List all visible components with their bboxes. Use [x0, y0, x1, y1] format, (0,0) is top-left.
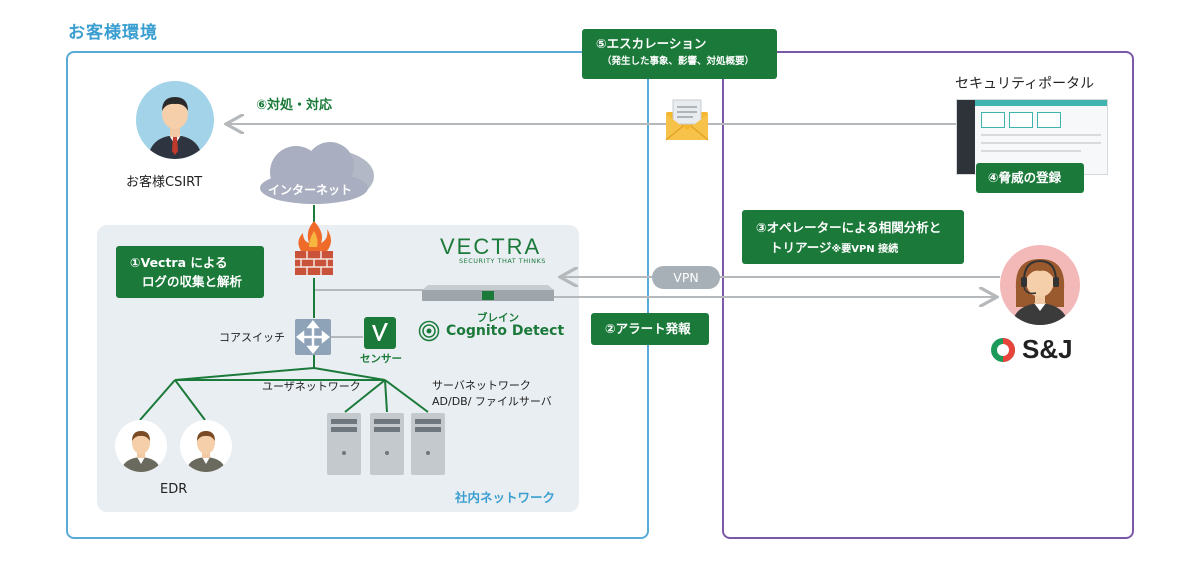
csirt-person-icon: [136, 81, 214, 159]
portal-row: [981, 134, 1101, 136]
cognito-detect-label: Cognito Detect: [446, 323, 565, 339]
server-network-label: サーバネットワーク AD/DB/ ファイルサーバ: [432, 378, 552, 410]
sj-env-frame: [722, 51, 1134, 539]
user-person-icon: [180, 420, 232, 472]
server-icon: [370, 413, 404, 475]
brain-appliance-icon: [422, 285, 554, 301]
vectra-collection-line1: ①Vectra による: [130, 255, 228, 270]
alert-box: ②アラート発報: [591, 313, 709, 345]
vectra-tagline: SECURITY THAT THINKS: [459, 257, 546, 265]
escalation-detail: （発生した事象、影響、対処概要）: [602, 56, 755, 67]
mail-icon: [665, 98, 709, 142]
internet-cloud-icon: [254, 140, 384, 208]
core-switch-icon: [295, 319, 331, 355]
sensor-icon: [364, 317, 396, 349]
escalation-title: ⑤エスカレーション: [596, 36, 707, 51]
vpn-tunnel: VPN: [652, 266, 720, 289]
internal-network-label: 社内ネットワーク: [455, 490, 556, 505]
server-icon: [411, 413, 445, 475]
server-icon: [327, 413, 361, 475]
operator-analysis-line1: ③オペレーターによる相関分析と: [756, 220, 942, 235]
portal-card: [1009, 112, 1033, 128]
operator-analysis-box: ③オペレーターによる相関分析と トリアージ※要VPN 接続: [742, 210, 964, 264]
vectra-collection-line2: ログの収集と解析: [142, 274, 243, 289]
response-label: ⑥対処・対応: [256, 98, 333, 113]
core-switch-label: コアスイッチ: [219, 331, 285, 344]
firewall-icon: [293, 219, 335, 277]
sj-logo-text: S&J: [1022, 334, 1073, 364]
escalation-box: ⑤エスカレーション （発生した事象、影響、対処概要）: [582, 29, 777, 79]
operator-person-icon: [1000, 245, 1080, 325]
operator-analysis-line2: トリアージ: [770, 240, 832, 255]
sj-logo-icon: [990, 337, 1016, 363]
portal-row: [981, 150, 1081, 152]
portal-row: [981, 142, 1101, 144]
portal-card: [1037, 112, 1061, 128]
customer-env-title: お客様環境: [68, 23, 158, 43]
portal-header: [975, 100, 1107, 106]
edr-label: EDR: [160, 482, 188, 497]
security-portal-screen: [956, 99, 1108, 175]
vectra-logo: VECTRA: [440, 234, 542, 259]
server-network-line2: AD/DB/ ファイルサーバ: [432, 395, 552, 408]
server-network-line1: サーバネットワーク: [432, 379, 531, 392]
portal-card: [981, 112, 1005, 128]
portal-sidebar: [957, 100, 975, 174]
threat-registration-box: ④脅威の登録: [976, 163, 1084, 193]
sensor-label: センサー: [360, 353, 402, 365]
user-network-label: ユーザネットワーク: [262, 380, 361, 393]
user-person-icon: [115, 420, 167, 472]
operator-analysis-note: ※要VPN 接続: [831, 244, 899, 255]
internet-label: インターネット: [268, 183, 353, 197]
csirt-label: お客様CSIRT: [126, 175, 203, 190]
security-portal-label: セキュリティポータル: [955, 76, 1095, 92]
vectra-collection-box: ①Vectra による ログの収集と解析: [116, 246, 264, 298]
cognito-icon: [418, 320, 440, 342]
brain-label: ブレイン: [477, 312, 519, 324]
customer-env-frame: [66, 51, 649, 539]
